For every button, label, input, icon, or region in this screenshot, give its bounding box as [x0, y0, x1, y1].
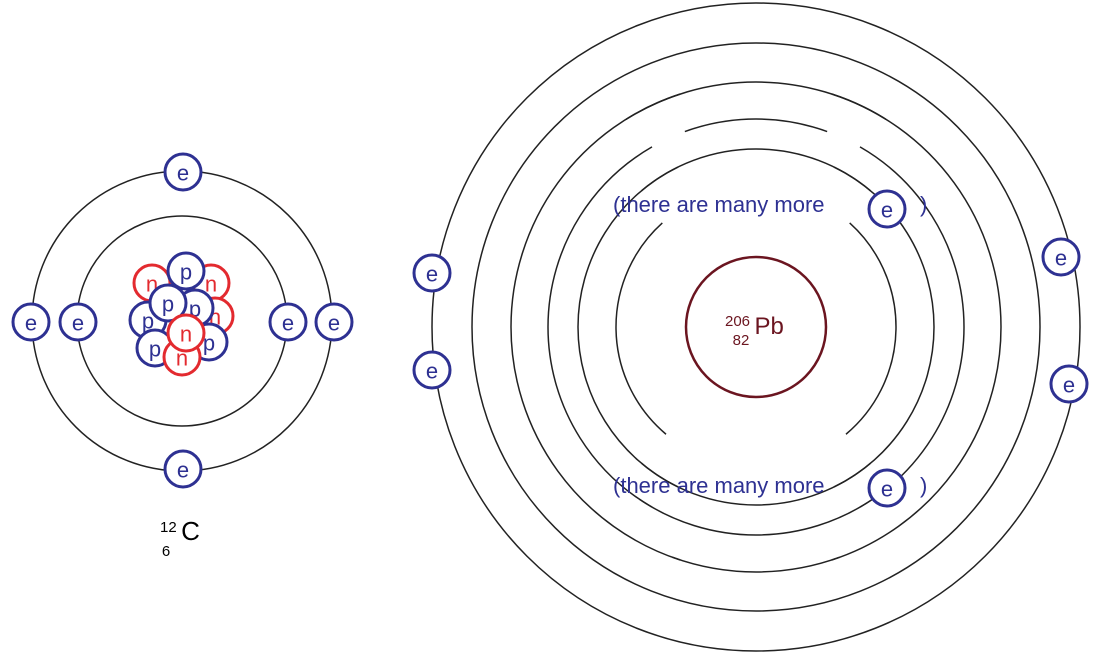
lead-partial-orbit-right [859, 146, 965, 508]
lead-partial-orbit-left [547, 146, 653, 508]
carbon-electron-ring [314, 302, 354, 342]
carbon-electron-label: e [72, 311, 84, 336]
note-top-close: ) [920, 192, 927, 217]
lead-electron-label: e [881, 198, 893, 223]
carbon-electron: e [58, 302, 98, 342]
carbon-electron-label: e [177, 458, 189, 483]
carbon-atomic-number: 6 [162, 543, 170, 560]
carbon-neutron-label: n [180, 322, 192, 347]
carbon-electron: e [11, 302, 51, 342]
carbon-electron-label: e [282, 311, 294, 336]
carbon-isotope-label: 12 C [160, 516, 200, 546]
carbon-proton-ring [148, 283, 188, 323]
lead-partial-orbit-right [831, 93, 1002, 561]
lead-orbit-cap [641, 462, 871, 506]
lead-electron-label: e [1055, 246, 1067, 271]
carbon-electron-ring [58, 302, 98, 342]
lead-electron-ring [867, 468, 907, 508]
lead-orbit-cap [671, 556, 841, 573]
lead-electron: e [867, 468, 907, 508]
carbon-proton: p [166, 251, 206, 291]
lead-orbit-2 [471, 42, 1041, 612]
carbon-proton-ring [166, 251, 206, 291]
lead-symbol: Pb [754, 313, 783, 340]
carbon-electron: e [163, 152, 203, 192]
carbon-proton-label: p [203, 331, 215, 356]
carbon-proton: p [148, 283, 188, 323]
lead-orbit-cap [625, 81, 887, 120]
carbon-proton-label: p [180, 260, 192, 285]
note-bottom-close: ) [920, 473, 927, 498]
carbon-electron-ring [11, 302, 51, 342]
lead-atom [431, 2, 1081, 652]
lead-electron-ring [1049, 364, 1089, 404]
lead-orbit-cap [641, 148, 871, 192]
carbon-electron: e [314, 302, 354, 342]
carbon-electron-ring [163, 449, 203, 489]
lead-electron: e [1049, 364, 1089, 404]
lead-partial-orbit-left [615, 222, 667, 435]
carbon-electron-label: e [177, 161, 189, 186]
lead-electron-ring [412, 350, 452, 390]
lead-electron-label: e [426, 359, 438, 384]
lead-orbit-1 [431, 2, 1081, 652]
lead-isotope-label: 206 Pb [725, 313, 784, 340]
note-bottom: (there are many more ) [613, 473, 927, 498]
lead-atomic-number: 82 [733, 332, 750, 349]
carbon-symbol: C [181, 516, 200, 546]
carbon-proton-label: p [149, 337, 161, 362]
carbon-electrons: e e e e e e [11, 152, 354, 489]
carbon-neutron-label: n [205, 272, 217, 297]
lead-partial-orbit-right [845, 222, 897, 435]
carbon-mass-number: 12 [160, 519, 177, 536]
lead-electron-label: e [426, 262, 438, 287]
lead-partial-orbit-left [510, 93, 681, 561]
note-top: (there are many more ) [613, 192, 927, 217]
carbon-electron-label: e [328, 311, 340, 336]
carbon-proton-label: p [162, 292, 174, 317]
carbon-electron-ring [268, 302, 308, 342]
note-top-text: (there are many more [613, 192, 825, 217]
lead-electron: e [1041, 237, 1081, 277]
lead-electron-ring [412, 253, 452, 293]
lead-electrons: e e e e e e [412, 189, 1089, 508]
carbon-neutron-ring [166, 313, 206, 353]
carbon-proton-label: p [142, 309, 154, 334]
lead-nucleus [684, 255, 828, 399]
lead-orbit-cap [684, 118, 828, 133]
lead-electron: e [412, 253, 452, 293]
carbon-neutron: n [166, 313, 206, 353]
lead-mass-number: 206 [725, 313, 750, 330]
lead-electron-ring [867, 189, 907, 229]
lead-electron-label: e [1063, 373, 1075, 398]
lead-electron-label: e [881, 477, 893, 502]
carbon-electron-label: e [25, 311, 37, 336]
lead-partial-orbit-left [577, 166, 679, 488]
carbon-electron: e [268, 302, 308, 342]
lead-electron: e [412, 350, 452, 390]
lead-electron: e [867, 189, 907, 229]
carbon-electron-ring [163, 152, 203, 192]
carbon-electron: e [163, 449, 203, 489]
lead-orbit-cap [639, 498, 873, 536]
lead-electron-ring [1041, 237, 1081, 277]
note-bottom-text: (there are many more [613, 473, 825, 498]
